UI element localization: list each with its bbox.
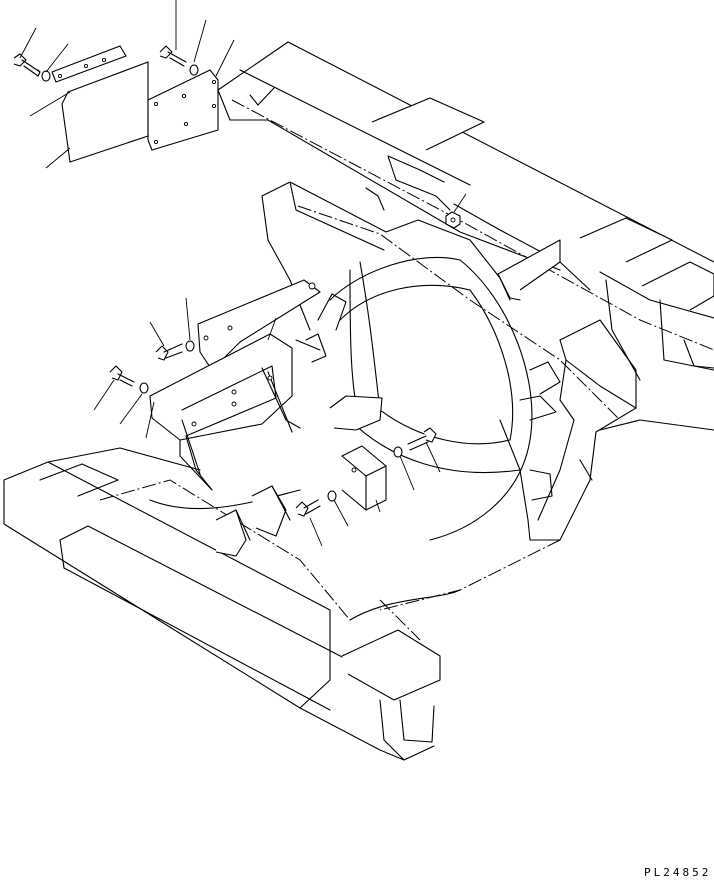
cover-plate-right <box>148 70 218 150</box>
bolt-center <box>156 341 194 360</box>
front-frame-rail <box>4 448 460 760</box>
central-crossmember <box>262 156 620 420</box>
bolt-right <box>394 428 436 457</box>
curved-support-arms <box>296 260 532 540</box>
mount-block <box>342 446 386 510</box>
bolt-left <box>110 366 148 393</box>
bolt-top-middle <box>160 46 198 75</box>
support-bracket <box>150 334 300 490</box>
lower-brackets <box>216 486 290 556</box>
bolt-lower <box>296 491 336 516</box>
drawing-code: PL24852 <box>644 866 712 879</box>
bolt-top-left <box>14 54 50 81</box>
leader-lines <box>20 0 466 546</box>
cover-plate-left <box>52 46 148 162</box>
nut-upper <box>446 212 460 228</box>
